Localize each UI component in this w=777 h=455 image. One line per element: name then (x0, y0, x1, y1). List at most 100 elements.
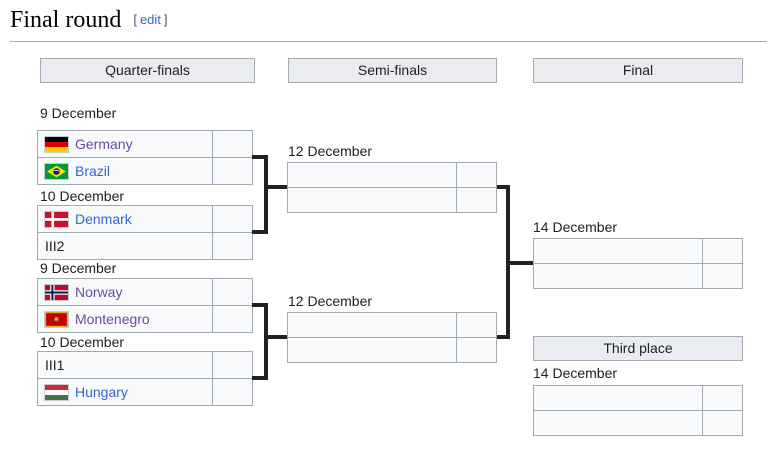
connector-line (268, 335, 287, 339)
team-slot-empty (534, 411, 702, 435)
team-cell: Denmark (38, 206, 212, 232)
match-table-sf2 (287, 312, 497, 363)
team-row: Montenegro (38, 305, 252, 332)
score-cell (212, 352, 252, 378)
montenegro-flag-icon (45, 311, 68, 327)
team-row (534, 410, 742, 435)
team-cell: Norway (38, 279, 212, 305)
team-slot-empty (534, 386, 702, 410)
date-qf3: 9 December (40, 260, 117, 276)
score-cell (212, 206, 252, 232)
team-row (534, 239, 742, 263)
team-row: III2 (38, 232, 252, 259)
match-table-final (533, 238, 743, 289)
team-slot-empty (288, 338, 456, 362)
connector-line (264, 155, 268, 234)
date-sf2: 12 December (288, 293, 373, 309)
round-header-quarter-finals: Quarter-finals (40, 58, 255, 83)
match-table-third-place (533, 385, 743, 436)
team-link-montenegro[interactable]: Montenegro (75, 311, 150, 327)
match-table-qf4: III1 Hungary (37, 351, 253, 406)
team-row: Norway (38, 279, 252, 305)
team-link-brazil[interactable]: Brazil (75, 163, 111, 179)
score-cell (702, 386, 742, 410)
score-cell (456, 338, 496, 362)
team-row: Germany (38, 131, 252, 157)
match-table-qf2: Denmark III2 (37, 205, 253, 260)
edit-section: [edit] (133, 12, 167, 27)
germany-flag-icon (45, 136, 68, 152)
score-cell (456, 188, 496, 212)
connector-line (506, 185, 510, 339)
hungary-flag-icon (45, 384, 68, 400)
date-final: 14 December (533, 219, 618, 235)
date-qf1: 9 December (40, 105, 117, 121)
team-row (288, 337, 496, 362)
team-row (288, 187, 496, 212)
team-link-germany[interactable]: Germany (75, 136, 133, 152)
team-cell: III2 (38, 233, 212, 259)
team-row: Hungary (38, 378, 252, 405)
score-cell (212, 233, 252, 259)
date-third-place: 14 December (533, 365, 618, 381)
team-slot-empty (288, 188, 456, 212)
connector-line (510, 261, 533, 265)
team-label-iii2: III2 (45, 238, 65, 254)
score-cell (212, 131, 252, 157)
page-title: Final round (10, 7, 122, 33)
edit-link[interactable]: edit (139, 12, 161, 27)
team-cell: Montenegro (38, 306, 212, 332)
team-row (288, 163, 496, 187)
round-header-third-place: Third place (533, 336, 743, 361)
match-table-qf3: Norway Montenegro (37, 278, 253, 333)
norway-flag-icon (45, 284, 68, 300)
date-qf4: 10 December (40, 334, 125, 350)
score-cell (456, 313, 496, 337)
connector-line (264, 303, 268, 380)
brazil-flag-icon (45, 163, 68, 179)
connector-line (252, 303, 268, 307)
score-cell (702, 239, 742, 263)
edit-bracket-open: [ (133, 12, 137, 27)
round-header-final: Final (533, 58, 743, 83)
denmark-flag-icon (45, 211, 68, 227)
connector-line (252, 155, 268, 159)
connector-line (252, 376, 268, 380)
connector-line (497, 185, 510, 189)
team-row: Brazil (38, 157, 252, 184)
team-cell: Hungary (38, 379, 212, 405)
score-cell (212, 279, 252, 305)
connector-line (252, 230, 268, 234)
score-cell (212, 306, 252, 332)
score-cell (702, 411, 742, 435)
team-slot-empty (534, 239, 702, 263)
team-link-hungary[interactable]: Hungary (75, 384, 128, 400)
score-cell (702, 264, 742, 288)
match-table-sf1 (287, 162, 497, 213)
team-link-norway[interactable]: Norway (75, 284, 123, 300)
section-heading: Final round [edit] (10, 0, 767, 42)
edit-bracket-close: ] (163, 12, 168, 27)
team-row: Denmark (38, 206, 252, 232)
date-qf2: 10 December (40, 188, 125, 204)
team-cell: Brazil (38, 158, 212, 184)
score-cell (212, 379, 252, 405)
date-sf1: 12 December (288, 143, 373, 159)
team-cell: III1 (38, 352, 212, 378)
team-link-denmark[interactable]: Denmark (75, 211, 132, 227)
score-cell (212, 158, 252, 184)
team-row: III1 (38, 352, 252, 378)
score-cell (456, 163, 496, 187)
team-row (534, 263, 742, 288)
team-row (534, 386, 742, 410)
match-table-qf1: Germany Brazil (37, 130, 253, 185)
connector-line (268, 185, 287, 189)
team-slot-empty (288, 313, 456, 337)
team-slot-empty (534, 264, 702, 288)
team-slot-empty (288, 163, 456, 187)
connector-line (497, 335, 510, 339)
team-row (288, 313, 496, 337)
round-header-semi-finals: Semi-finals (288, 58, 497, 83)
team-cell: Germany (38, 131, 212, 157)
